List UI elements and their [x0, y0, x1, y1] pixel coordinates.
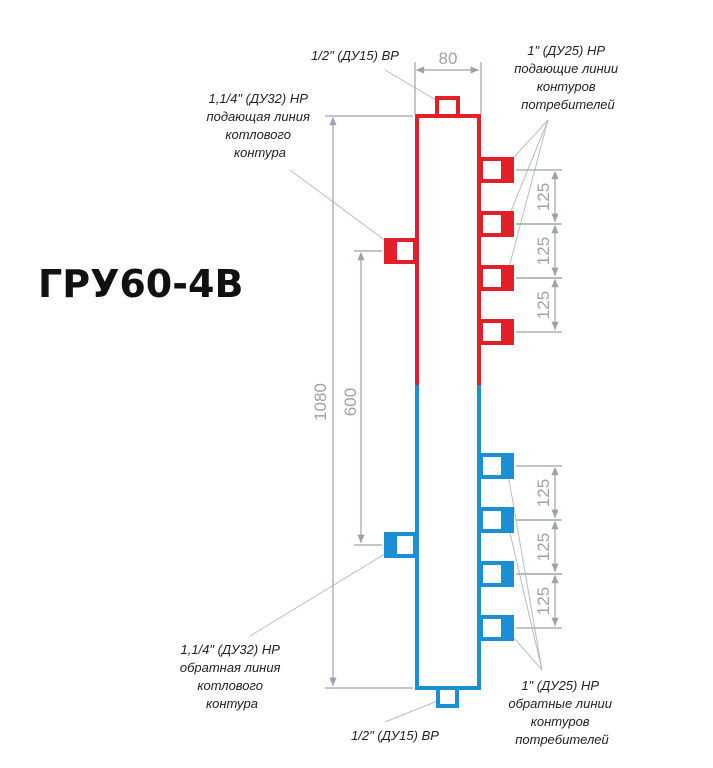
top-port-label: 1/2" (ДУ15) ВР [311, 48, 399, 63]
consumer-outlet-port [479, 507, 514, 533]
consumer-outlet-port [479, 615, 514, 641]
svg-text:125: 125 [534, 291, 553, 319]
consumer-supply-label: 1" (ДУ25) НР подающие линии контуров пот… [514, 43, 622, 112]
spacing-dimension: 125 [516, 465, 562, 521]
boiler-return-label: 1,1/4" (ДУ32) НР обратная линия котловог… [180, 642, 284, 711]
spacing-dimension: 125 [516, 519, 562, 575]
spacing-dimension: 125 [516, 223, 562, 279]
svg-text:1080: 1080 [311, 383, 330, 421]
svg-text:125: 125 [534, 237, 553, 265]
boiler-port [384, 238, 417, 264]
ports [384, 157, 514, 641]
svg-text:80: 80 [439, 49, 458, 68]
dimension-boiler-spacing: 600 [341, 250, 382, 546]
dimension-height: 1080 [311, 115, 413, 689]
boiler-port [384, 532, 417, 558]
consumer-outlet-port [479, 319, 514, 345]
product-title: ГРУ60-4В [38, 262, 243, 306]
consumer-outlet-port [479, 265, 514, 291]
dimension-outlet-spacing: 125 125 125 125 125 125 [516, 169, 562, 629]
separator-body [415, 96, 481, 708]
consumer-outlet-port [479, 211, 514, 237]
consumer-return-label: 1" (ДУ25) НР обратные линии контуров пот… [508, 678, 615, 747]
svg-text:125: 125 [534, 183, 553, 211]
consumer-outlet-port [479, 561, 514, 587]
consumer-outlet-port [479, 157, 514, 183]
svg-text:125: 125 [534, 479, 553, 507]
svg-text:125: 125 [534, 533, 553, 561]
bottom-port-label: 1/2" (ДУ15) ВР [351, 728, 439, 743]
boiler-supply-label: 1,1/4" (ДУ32) НР подающая линия котловог… [206, 91, 313, 160]
svg-text:600: 600 [341, 388, 360, 416]
dimension-width: 80 [414, 49, 482, 114]
spacing-dimension: 125 [516, 573, 562, 629]
leader-lines [249, 69, 549, 723]
consumer-outlet-port [479, 453, 514, 479]
svg-text:125: 125 [534, 587, 553, 615]
spacing-dimension: 125 [516, 277, 562, 333]
